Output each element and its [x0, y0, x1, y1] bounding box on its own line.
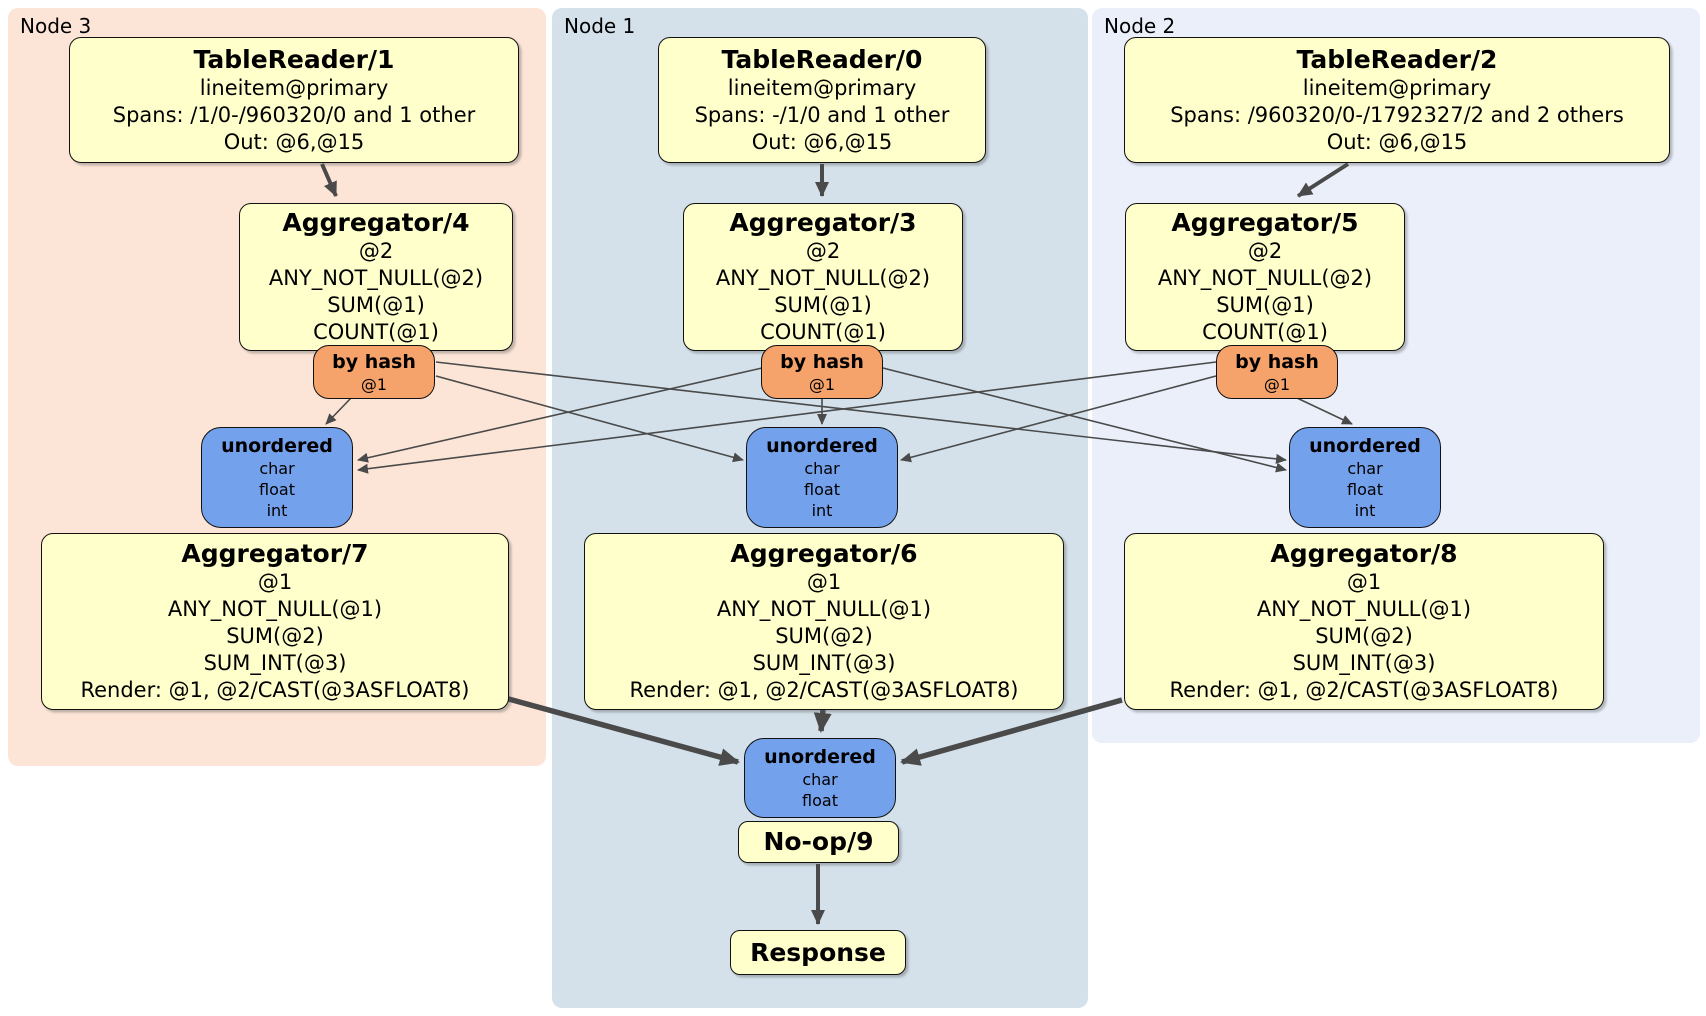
processor-detail: SUM(@1) [774, 293, 872, 317]
processor-detail: SUM(@1) [1216, 293, 1314, 317]
router-detail: @1 [808, 374, 836, 394]
processor-detail: Out: @6,@15 [751, 129, 893, 154]
sync-type: char [259, 459, 295, 478]
sync-type: float [1347, 480, 1383, 499]
processor-detail: @1 [257, 570, 293, 594]
sync-title: unordered [766, 435, 878, 457]
processor-detail: Render: @1, @2/CAST(@3ASFLOAT8) [629, 678, 1019, 702]
sync-title: unordered [764, 746, 876, 768]
processor-detail: @2 [1247, 239, 1283, 263]
processor-detail: @2 [805, 239, 841, 263]
router-title: by hash [1235, 350, 1319, 373]
region-node1-label: Node 1 [564, 14, 636, 38]
processor-detail: COUNT(@1) [313, 320, 439, 344]
processor-tablereader-0: TableReader/0 lineitem@primary Spans: -/… [658, 37, 986, 163]
processor-aggregator-6: Aggregator/6 @1 ANY_NOT_NULL(@1) SUM(@2)… [584, 533, 1064, 710]
processor-detail: Render: @1, @2/CAST(@3ASFLOAT8) [80, 678, 470, 702]
processor-title: TableReader/1 [193, 44, 395, 74]
processor-detail: ANY_NOT_NULL(@1) [167, 597, 383, 621]
processor-detail: SUM_INT(@3) [1292, 651, 1436, 675]
router-by-hash-4: by hash @1 [313, 345, 435, 399]
sync-type: char [802, 770, 838, 789]
router-detail: @1 [360, 374, 388, 394]
processor-detail: Spans: -/1/0 and 1 other [694, 102, 950, 127]
processor-title: Aggregator/7 [181, 539, 369, 568]
processor-detail: Out: @6,@15 [1326, 129, 1468, 154]
processor-title: Aggregator/6 [730, 539, 918, 568]
processor-title: No-op/9 [763, 827, 874, 856]
processor-aggregator-3: Aggregator/3 @2 ANY_NOT_NULL(@2) SUM(@1)… [683, 203, 963, 351]
processor-detail: Out: @6,@15 [223, 129, 365, 154]
processor-detail: SUM(@2) [1315, 624, 1413, 648]
sync-type: int [811, 501, 833, 520]
processor-detail: SUM_INT(@3) [203, 651, 347, 675]
sync-unordered-final: unordered char float [744, 738, 896, 818]
processor-detail: Spans: /1/0-/960320/0 and 1 other [112, 102, 476, 127]
sync-type: float [259, 480, 295, 499]
router-detail: @1 [1263, 374, 1291, 394]
processor-detail: lineitem@primary [1302, 75, 1492, 100]
region-node3-label: Node 3 [20, 14, 92, 38]
processor-title: TableReader/2 [1296, 44, 1498, 74]
processor-detail: SUM(@1) [327, 293, 425, 317]
processor-detail: ANY_NOT_NULL(@1) [1256, 597, 1472, 621]
processor-detail: ANY_NOT_NULL(@2) [268, 266, 484, 290]
sync-type: float [802, 791, 838, 810]
processor-detail: lineitem@primary [727, 75, 917, 100]
processor-detail: COUNT(@1) [760, 320, 886, 344]
processor-title: Aggregator/8 [1270, 539, 1458, 568]
sync-type: float [804, 480, 840, 499]
region-node2-label: Node 2 [1104, 14, 1176, 38]
processor-aggregator-8: Aggregator/8 @1 ANY_NOT_NULL(@1) SUM(@2)… [1124, 533, 1604, 710]
processor-detail: SUM(@2) [226, 624, 324, 648]
sync-unordered-node2: unordered char float int [1289, 427, 1441, 528]
processor-aggregator-7: Aggregator/7 @1 ANY_NOT_NULL(@1) SUM(@2)… [41, 533, 509, 710]
processor-detail: SUM_INT(@3) [752, 651, 896, 675]
sync-type: char [1347, 459, 1383, 478]
sync-title: unordered [221, 435, 333, 457]
processor-detail: COUNT(@1) [1202, 320, 1328, 344]
sync-type: char [804, 459, 840, 478]
router-title: by hash [332, 350, 416, 373]
processor-detail: @1 [806, 570, 842, 594]
processor-tablereader-2: TableReader/2 lineitem@primary Spans: /9… [1124, 37, 1670, 163]
sync-type: int [266, 501, 288, 520]
processor-tablereader-1: TableReader/1 lineitem@primary Spans: /1… [69, 37, 519, 163]
processor-title: Aggregator/4 [282, 208, 470, 237]
router-by-hash-3: by hash @1 [761, 345, 883, 399]
processor-detail: SUM(@2) [775, 624, 873, 648]
processor-title: Aggregator/3 [729, 208, 917, 237]
processor-detail: lineitem@primary [199, 75, 389, 100]
processor-detail: Render: @1, @2/CAST(@3ASFLOAT8) [1169, 678, 1559, 702]
processor-detail: ANY_NOT_NULL(@2) [1157, 266, 1373, 290]
processor-aggregator-4: Aggregator/4 @2 ANY_NOT_NULL(@2) SUM(@1)… [239, 203, 513, 351]
router-by-hash-5: by hash @1 [1216, 345, 1338, 399]
router-title: by hash [780, 350, 864, 373]
sync-title: unordered [1309, 435, 1421, 457]
processor-noop-9: No-op/9 [738, 821, 899, 863]
processor-detail: ANY_NOT_NULL(@1) [716, 597, 932, 621]
sync-unordered-node3: unordered char float int [201, 427, 353, 528]
processor-detail: Spans: /960320/0-/1792327/2 and 2 others [1170, 102, 1624, 127]
processor-title: TableReader/0 [721, 44, 923, 74]
processor-detail: ANY_NOT_NULL(@2) [715, 266, 931, 290]
processor-aggregator-5: Aggregator/5 @2 ANY_NOT_NULL(@2) SUM(@1)… [1125, 203, 1405, 351]
processor-detail: @2 [358, 239, 394, 263]
sync-type: int [1354, 501, 1376, 520]
processor-title: Aggregator/5 [1171, 208, 1359, 237]
processor-detail: @1 [1346, 570, 1382, 594]
processor-response: Response [730, 930, 906, 975]
sync-unordered-node1: unordered char float int [746, 427, 898, 528]
processor-title: Response [750, 937, 886, 967]
